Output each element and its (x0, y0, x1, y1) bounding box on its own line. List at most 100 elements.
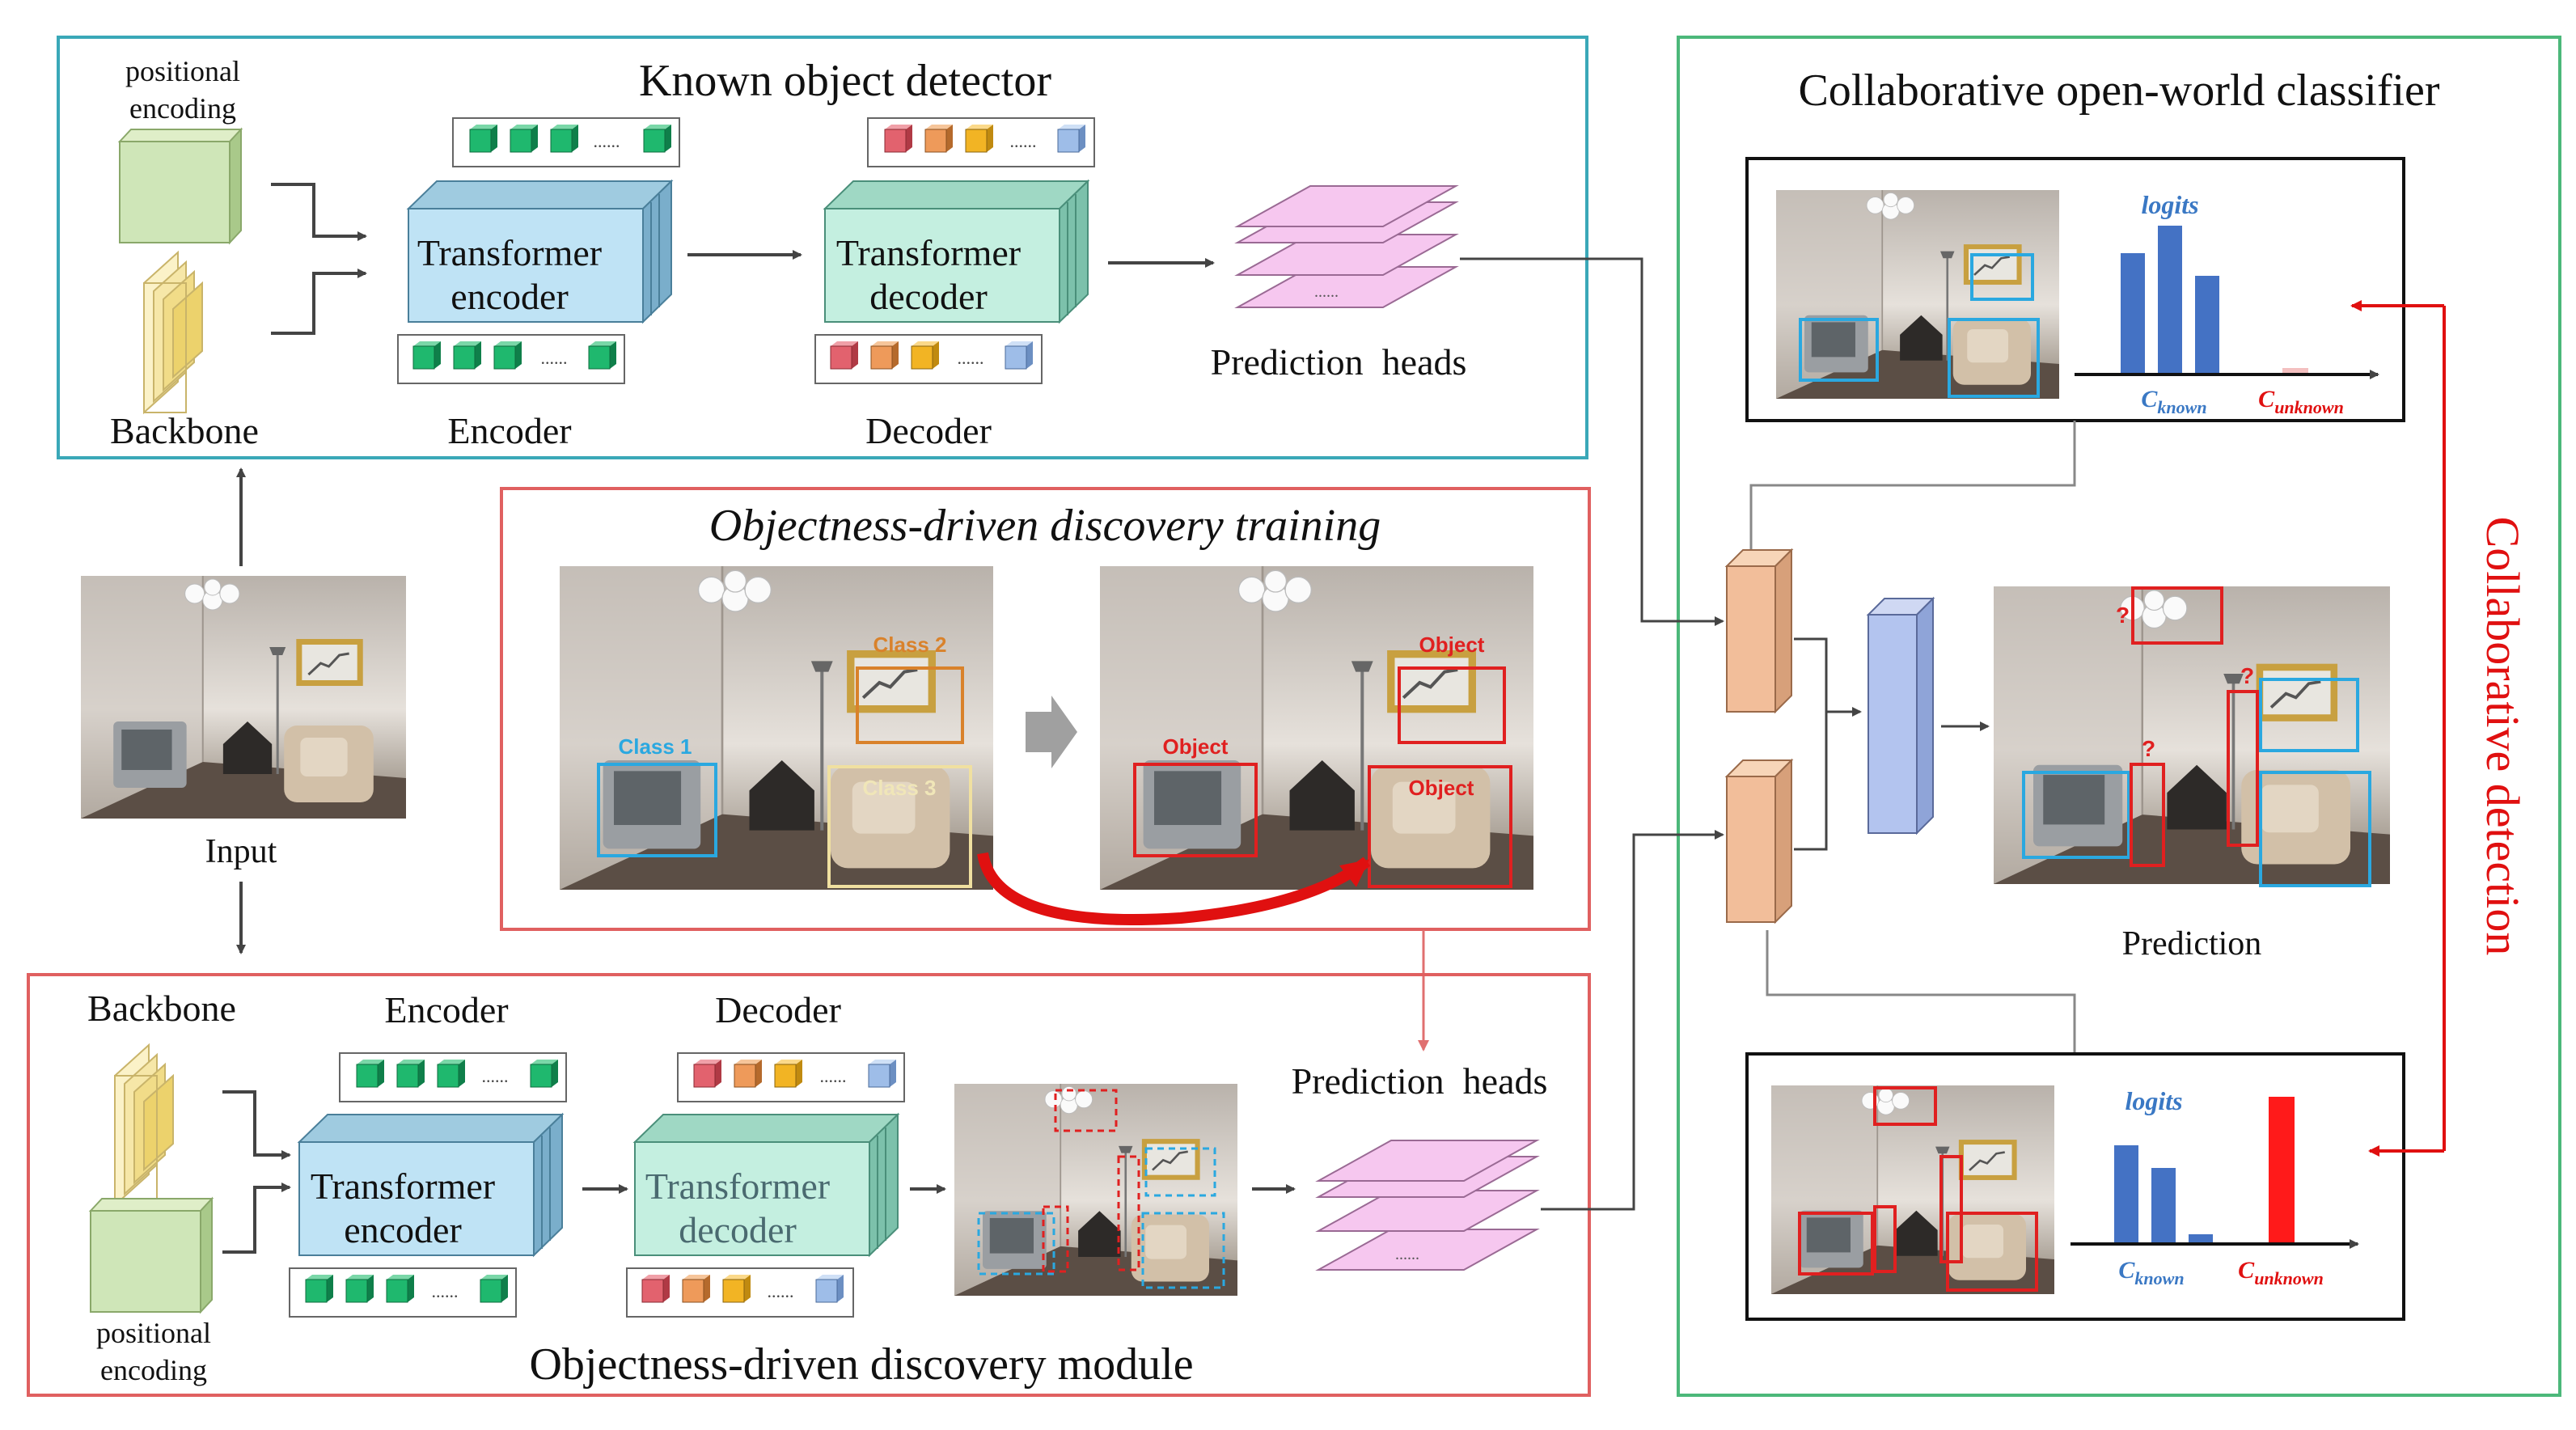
discovery-box (1054, 1089, 1118, 1132)
fusion-block-top[interactable] (1724, 548, 1794, 714)
unknown-logit-bar (2269, 1097, 2295, 1242)
bottom-panel-unknown-label: Cunknown (2238, 1257, 2324, 1288)
encoder-label: Encoder (447, 410, 571, 451)
prediction-label: Prediction (2122, 925, 2262, 962)
decoder-out-token (884, 125, 912, 153)
prediction-box (2259, 678, 2359, 752)
decoder-in-token (911, 341, 939, 370)
module-encoder-block-line2: encoder (344, 1209, 462, 1250)
module-decoder-in-token (815, 1275, 844, 1303)
module-discovery-image (954, 1084, 1237, 1296)
decoder-block-line2: decoder (869, 276, 988, 317)
module-decoder-label: Decoder (715, 989, 841, 1030)
bottom-known-sub: known (2134, 1268, 2184, 1288)
module-decoder-block-line1: Transformer (645, 1166, 830, 1207)
bottom-panel-connector (1766, 930, 2076, 1054)
bottom-panel-logit-bars (2114, 1097, 2295, 1242)
module-prediction-heads-icon[interactable] (1315, 1140, 1540, 1271)
module-encoder-out-token (396, 1060, 425, 1088)
module-decoder-in-dots: ...... (768, 1281, 794, 1301)
unknown-logit-bar (2282, 368, 2308, 373)
prediction-heads-icon[interactable] (1234, 185, 1459, 308)
encoder-out-token (550, 125, 578, 153)
encoder-in-token (588, 341, 616, 370)
question-mark: ? (2116, 603, 2130, 628)
decoder-label: Decoder (865, 410, 992, 451)
top-panel-logit-bars (2121, 226, 2308, 373)
module-backbone-label: Backbone (87, 988, 236, 1029)
discovery-box (1144, 1147, 1216, 1197)
encoder-out-token (643, 125, 671, 153)
positional-encoding-icon (117, 127, 243, 245)
top-panel-box (1799, 318, 1879, 382)
module-decoder-in-token (722, 1275, 751, 1303)
encoder-in-dots: ...... (541, 348, 568, 368)
bottom-panel-known-label: Cknown (2118, 1257, 2184, 1288)
top-panel-image (1776, 190, 2059, 399)
encoder-block-line2: encoder (450, 276, 569, 317)
classifier-frame (1677, 36, 2561, 1397)
classifier-title: Collaborative open-world classifier (1798, 66, 2439, 116)
discovery-box (1141, 1212, 1225, 1289)
module-encoder-in-token (345, 1275, 374, 1303)
top-known-sub: known (2157, 397, 2206, 417)
module-decoder-out-dots: ...... (820, 1066, 847, 1086)
module-decoder-out-token (693, 1060, 721, 1088)
backbone-label: Backbone (110, 410, 259, 451)
module-encoder-in-dots: ...... (432, 1281, 459, 1301)
prediction-box (2022, 771, 2130, 859)
prediction-box (2259, 771, 2371, 887)
encoder-out-dots: ...... (594, 131, 620, 151)
decoder-out-token (1057, 125, 1085, 153)
training-frame (500, 487, 1591, 931)
top-panel-connector (1749, 421, 2076, 550)
question-mark: ? (2142, 736, 2155, 761)
collaborative-detection-label: Collaborative detection (2477, 517, 2529, 956)
module-pos-enc-line2: encoding (100, 1354, 207, 1386)
encoder-block-line1: Transformer (417, 232, 602, 273)
module-backbone-to-encoder-arrow (222, 1090, 291, 1160)
bottom-panel-box (1946, 1212, 2038, 1292)
decoder-in-token (1005, 341, 1033, 370)
class3-to-object-arrow (977, 852, 1371, 925)
object-box-frame (1398, 666, 1506, 744)
top-panel-known-label: Cknown (2141, 386, 2206, 417)
module-transformer-decoder-block[interactable] (632, 1112, 900, 1258)
training-transition-arrow (1026, 696, 1077, 768)
module-backbone-icon (114, 1043, 174, 1208)
encoder-out-token (469, 125, 497, 153)
backbone-icon (143, 250, 203, 415)
module-encoder-in-token (480, 1275, 508, 1303)
object-box-chair (1368, 765, 1512, 888)
module-decoder-in-token (682, 1275, 710, 1303)
module-encoder-out-token (356, 1060, 384, 1088)
transformer-decoder-block[interactable] (823, 179, 1090, 324)
bottom-unknown-c: C (2238, 1257, 2255, 1284)
discovery-box (1042, 1205, 1069, 1273)
pos-enc-label-line1: positional (125, 55, 240, 87)
fusion-classifier-block[interactable] (1866, 596, 1935, 836)
module-decoder-block-line2: decoder (679, 1209, 797, 1250)
decoder-out-token (965, 125, 993, 153)
fusion-block-bottom[interactable] (1724, 758, 1794, 924)
bottom-panel-box (1873, 1086, 1937, 1126)
module-pos-to-encoder-arrow (222, 1182, 291, 1254)
top-panel-box (1970, 253, 2034, 301)
module-transformer-encoder-block[interactable] (297, 1112, 565, 1258)
prediction-box (2227, 690, 2259, 847)
bottom-known-c: C (2118, 1257, 2135, 1284)
known-logit-bar (2151, 1168, 2176, 1242)
encoder-in-token (453, 341, 481, 370)
bottom-panel-box (1939, 1155, 1963, 1263)
heads-dots: ...... (1314, 283, 1339, 301)
known-detector-title: Known object detector (639, 56, 1051, 106)
bottom-unknown-sub: unknown (2254, 1268, 2324, 1288)
top-unknown-sub: unknown (2274, 397, 2344, 417)
object-label-frame: Object (1419, 632, 1485, 657)
class2-label: Class 2 (873, 632, 946, 657)
prediction-heads-label: Prediction heads (1211, 341, 1467, 383)
decoder-block-line1: Transformer (836, 232, 1021, 273)
known-detector-frame (57, 36, 1588, 459)
transformer-encoder-block[interactable] (406, 179, 674, 324)
